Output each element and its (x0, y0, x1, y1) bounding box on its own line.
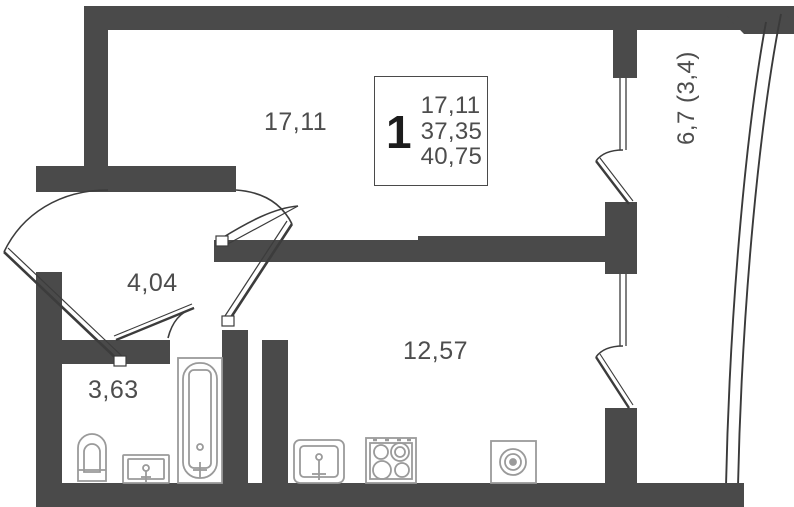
balcony-door-lower-swing (594, 356, 631, 409)
washing-machine-body (490, 440, 537, 484)
room-label-bathroom: 3,63 (88, 376, 139, 404)
washing-machine-door (499, 448, 527, 476)
toilet-bowl-inner (83, 443, 101, 473)
kitchen-sink-body (293, 439, 345, 484)
stove-burner-tr (390, 442, 410, 462)
wall-kitchen-left (262, 340, 288, 507)
bathroom-door-leaf (115, 306, 195, 342)
stove-burner-tl (373, 444, 389, 460)
bathroom-door (113, 303, 195, 342)
wall-hall-left (36, 272, 62, 507)
kitchen-door-arc (221, 205, 299, 239)
entrance-door-arc (3, 189, 109, 253)
balcony-railing-inner (725, 21, 767, 487)
stove-fixture (365, 437, 417, 484)
kitchen-door-hinge (215, 235, 229, 247)
toilet-bowl-outline (77, 433, 107, 482)
bathroom-sink-fixture (122, 454, 170, 484)
bathroom-fixtures (77, 357, 223, 484)
area-list: 17,11 37,35 40,75 (421, 93, 483, 170)
balcony-door-upper-arc (595, 149, 624, 162)
washing-machine-drum (504, 453, 522, 471)
entrance-door-leaf-inner (7, 247, 125, 359)
area-living: 17,11 (420, 91, 481, 119)
wall-hall-top (108, 166, 236, 192)
room-label-balcony: 6,7 (3,4) (673, 51, 700, 145)
area-total: 40,75 (420, 143, 483, 171)
kitchen-sink-drain (315, 453, 323, 461)
apartment-summary-box: 1 17,11 37,35 40,75 (374, 76, 488, 186)
entrance-door-leaf (3, 251, 121, 363)
bath-sink-drain (142, 464, 150, 472)
living-room-door (221, 189, 294, 327)
wall-balcony-top (717, 6, 794, 34)
stove-top (369, 442, 413, 480)
balcony-railing (725, 13, 782, 487)
bathtub-fixture (177, 357, 223, 484)
kitchen-door-leaf (223, 205, 299, 247)
kitchen-door (215, 205, 299, 247)
stove-burner-br (394, 462, 410, 478)
living-door-leaf (226, 223, 294, 323)
bathtub-outer (177, 357, 223, 484)
area-total-living: 37,35 (420, 117, 483, 145)
entrance-door (3, 189, 127, 367)
wall-left-living (84, 6, 108, 166)
room-label-kitchen: 12,57 (403, 337, 469, 365)
wall-bath-right-upper (222, 330, 248, 364)
washing-machine-hub (509, 458, 517, 466)
balcony-railing-outer (737, 13, 782, 487)
bathtub-drain (196, 443, 204, 451)
room-count: 1 (386, 106, 412, 158)
washing-machine-fixture (490, 440, 537, 484)
walls (36, 6, 794, 507)
living-door-arc (235, 189, 293, 225)
room-label-living-room: 17,11 (264, 108, 328, 136)
toilet-fixture (77, 433, 107, 482)
wall-top-living (84, 6, 629, 30)
doors (3, 78, 634, 409)
kitchen-sink-fixture (293, 439, 345, 484)
wall-right-living (613, 6, 637, 78)
bathroom-door-leaf-inner (113, 303, 193, 337)
balcony-door-lower-arc (595, 345, 624, 358)
bath-sink-body (122, 454, 170, 484)
balcony-door-upper (595, 78, 634, 205)
balcony-door-lower-swing-inner (599, 353, 634, 406)
wall-central-divider-right (418, 236, 634, 262)
entrance-door-hinge (113, 355, 127, 367)
stove-body (365, 437, 417, 484)
kitchen-fixtures (293, 437, 537, 484)
wall-hall-top-left-stub (36, 166, 108, 192)
living-door-leaf-inner (222, 220, 288, 320)
balcony-railing-base (720, 483, 744, 507)
stove-burner-tr-inner (394, 446, 406, 458)
living-door-hinge (221, 315, 235, 327)
room-label-hallway: 4,04 (127, 269, 178, 297)
balcony-door-lower (594, 274, 634, 409)
stove-burner-bl (372, 460, 392, 480)
balcony-door-upper-swing (595, 160, 630, 205)
wall-pier-lower (605, 408, 637, 507)
bathtub-basin (188, 369, 212, 469)
wall-pier-upper (605, 202, 637, 274)
balcony-door-upper-swing-inner (599, 157, 634, 202)
